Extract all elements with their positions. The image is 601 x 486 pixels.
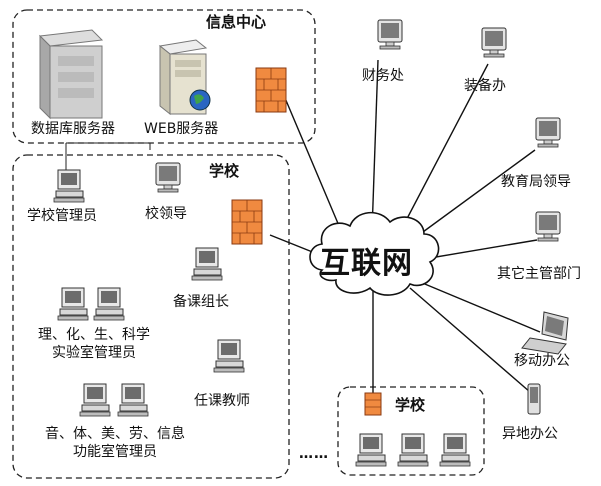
monitor-icon bbox=[481, 27, 507, 58]
db-server-label: 数据库服务器 bbox=[31, 121, 115, 137]
func-admin-label-line1: 音、体、美、劳、信息 bbox=[45, 426, 185, 442]
mobile-office-label: 移动办公 bbox=[514, 353, 570, 369]
ellipsis-label: …… bbox=[299, 446, 329, 462]
computer-icon bbox=[397, 433, 429, 467]
firewall-icon bbox=[364, 392, 382, 416]
computer-icon bbox=[79, 383, 111, 417]
internet-cloud bbox=[309, 211, 440, 296]
school-title: 学校 bbox=[206, 160, 243, 181]
teacher-label: 任课教师 bbox=[194, 393, 250, 409]
equipment-label: 装备办 bbox=[464, 78, 506, 94]
web-server-label: WEB服务器 bbox=[144, 121, 219, 137]
laptop-icon bbox=[521, 311, 569, 355]
func-admin-label-line2: 功能室管理员 bbox=[73, 444, 157, 460]
info-center-title: 信息中心 bbox=[203, 11, 270, 32]
computer-icon bbox=[439, 433, 471, 467]
offsite-office-label: 异地办公 bbox=[502, 426, 558, 442]
computer-icon bbox=[117, 383, 149, 417]
lab-admin-label-line1: 理、化、生、科学 bbox=[38, 327, 150, 343]
school2-title: 学校 bbox=[392, 394, 429, 415]
school2-box bbox=[337, 386, 485, 476]
computer-icon bbox=[53, 169, 85, 203]
edu-leader-label: 教育局领导 bbox=[501, 174, 571, 190]
mobile-device-icon bbox=[527, 383, 541, 415]
lab-admin-label-line2: 实验室管理员 bbox=[52, 345, 136, 361]
computer-icon bbox=[191, 247, 223, 281]
other-dept-label: 其它主管部门 bbox=[497, 266, 581, 282]
firewall-icon bbox=[231, 199, 263, 245]
monitor-icon bbox=[535, 117, 561, 148]
computer-icon bbox=[355, 433, 387, 467]
monitor-icon bbox=[155, 162, 181, 193]
internet-label: 互联网 bbox=[320, 246, 413, 281]
connection-lines bbox=[269, 59, 541, 393]
web-server-icon bbox=[158, 39, 211, 116]
info-center-box bbox=[12, 9, 316, 144]
lesson-leader-label: 备课组长 bbox=[173, 294, 229, 310]
finance-label: 财务处 bbox=[362, 68, 404, 84]
firewall-icon bbox=[255, 67, 287, 113]
database-server-icon bbox=[38, 29, 104, 120]
computer-icon bbox=[213, 339, 245, 373]
school-box bbox=[12, 154, 290, 479]
school-admin-label: 学校管理员 bbox=[27, 208, 97, 224]
computer-icon bbox=[93, 287, 125, 321]
monitor-icon bbox=[377, 19, 403, 50]
monitor-icon bbox=[535, 211, 561, 242]
computer-icon bbox=[57, 287, 89, 321]
school-leader-label: 校领导 bbox=[145, 206, 187, 222]
